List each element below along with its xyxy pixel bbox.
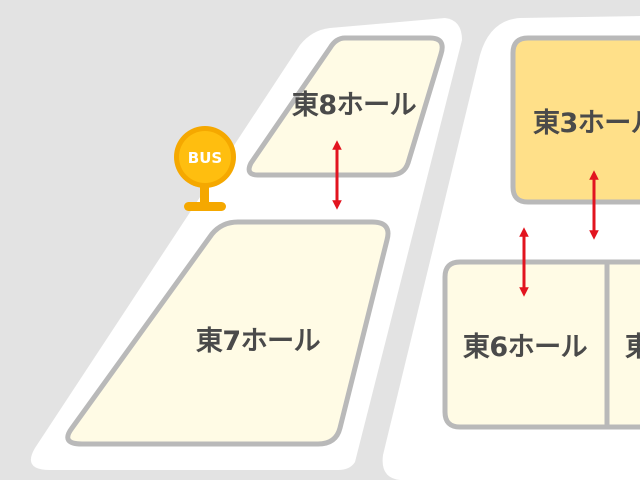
hall-east-6[interactable]: 東6ホール bbox=[442, 259, 610, 430]
hall-east-3[interactable]: 東3ホール bbox=[510, 35, 640, 205]
hall-east-3-label: 東3ホール bbox=[533, 108, 640, 139]
hall-east-7-shape bbox=[65, 219, 391, 447]
hall-east-8[interactable]: 東8ホール bbox=[246, 35, 445, 178]
hall-east-8-label: 東8ホール bbox=[292, 90, 417, 121]
hall-east-5-shape bbox=[604, 259, 640, 430]
bus-stop-base bbox=[184, 202, 226, 211]
hall-east-6-label: 東6ホール bbox=[463, 332, 588, 363]
bus-stop-label: BUS bbox=[188, 149, 222, 167]
bus-stop-sign-icon: BUS bbox=[174, 126, 236, 211]
bus-stop-pole bbox=[200, 180, 209, 204]
hall-east-7[interactable]: 東7ホール bbox=[65, 219, 391, 447]
hall-east-5[interactable]: 東5ホール bbox=[604, 259, 640, 430]
hall-east-3-shape bbox=[510, 35, 640, 205]
hall-east-7-label: 東7ホール bbox=[196, 326, 321, 357]
hall-east-6-shape bbox=[442, 259, 610, 430]
hall-east-8-shape bbox=[246, 35, 445, 178]
hall-east-5-label: 東5ホール bbox=[625, 332, 640, 363]
bus-stop-disc-inner bbox=[179, 131, 231, 183]
